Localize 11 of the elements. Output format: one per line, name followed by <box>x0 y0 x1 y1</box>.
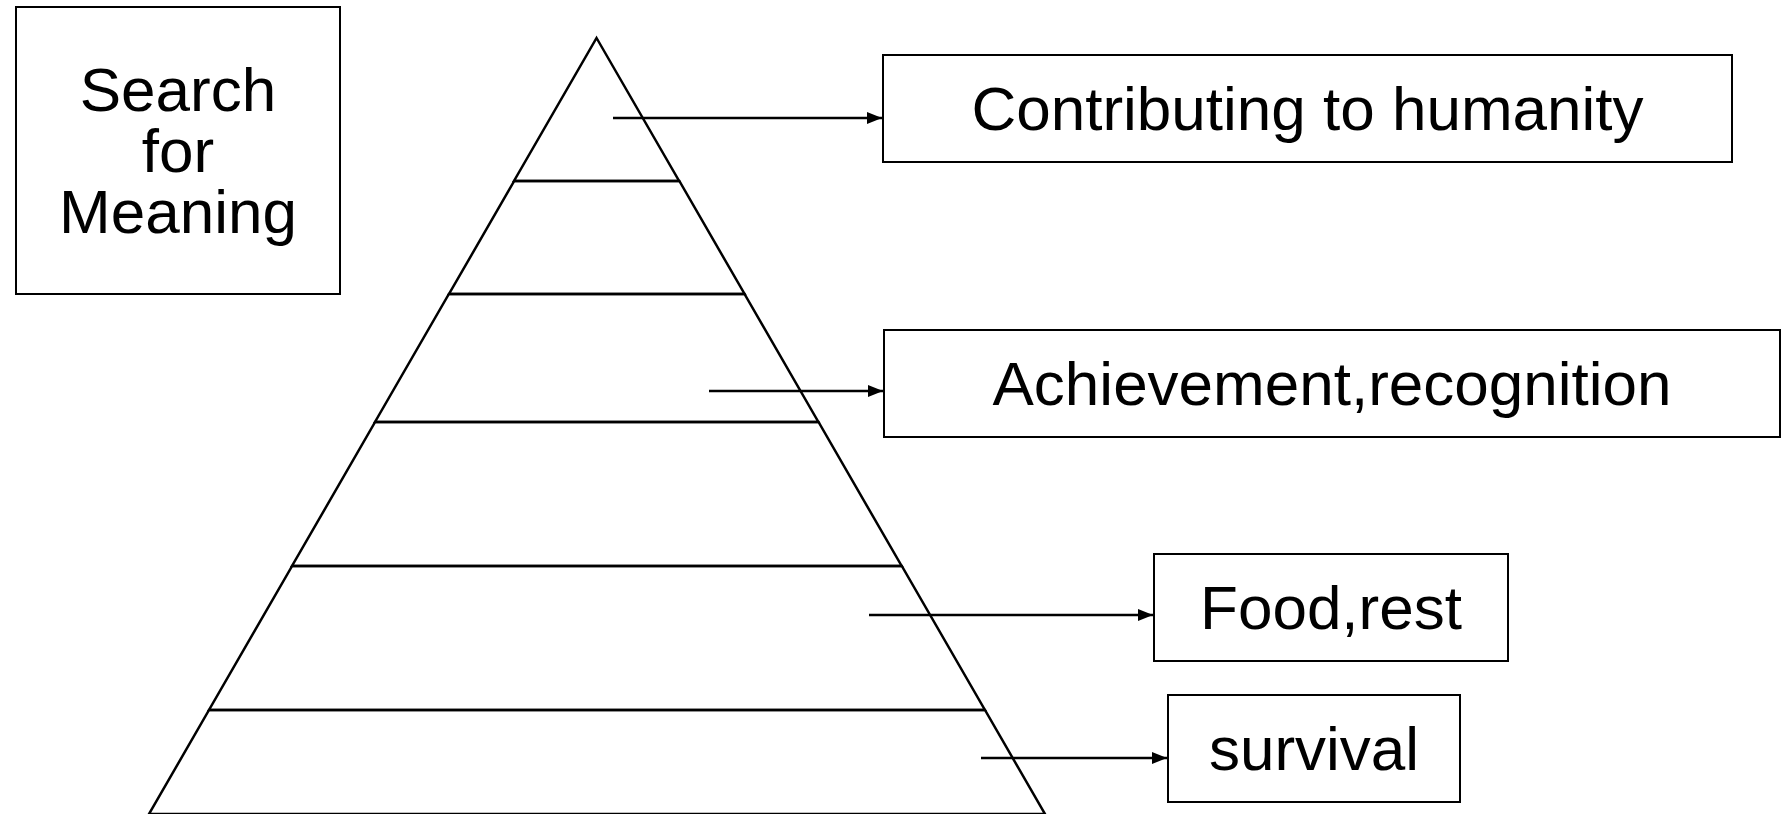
box-label: survival <box>1208 718 1420 779</box>
arrow <box>869 609 1153 621</box>
box-label: Food,rest <box>1200 577 1462 638</box>
arrow <box>709 385 883 397</box>
arrow <box>613 112 882 124</box>
text-box <box>883 329 1781 438</box>
text-box <box>1153 553 1509 662</box>
arrow <box>981 752 1167 764</box>
text-box <box>882 54 1733 163</box>
text-box <box>1167 694 1461 803</box>
text-box <box>15 6 341 295</box>
